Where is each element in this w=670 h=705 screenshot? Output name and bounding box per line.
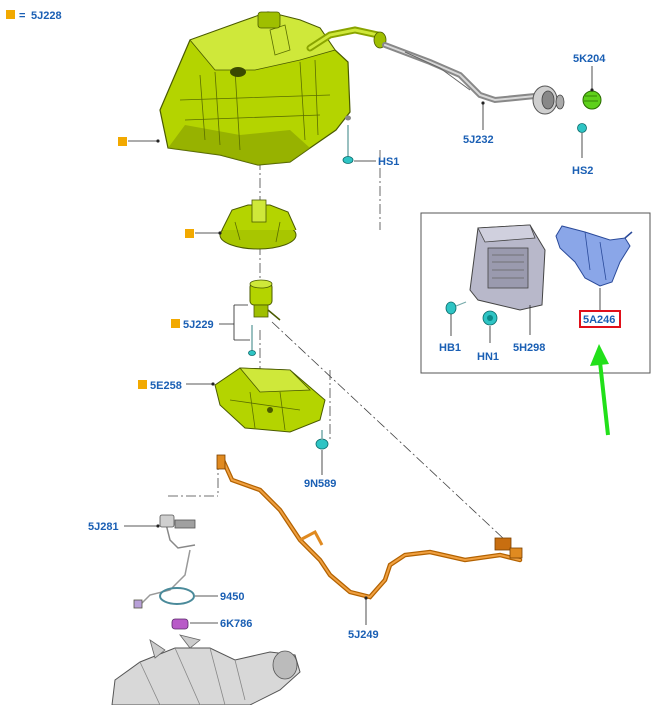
nut-HN1[interactable]	[482, 310, 498, 326]
callout-5H298[interactable]: 5H298	[513, 305, 545, 354]
tank-cap	[257, 11, 281, 29]
label-5J232[interactable]: 5J232	[463, 134, 494, 146]
bolt-HS1[interactable]	[342, 115, 354, 164]
green-pointer-arrow	[590, 344, 610, 436]
sensor-5J281[interactable]	[133, 514, 196, 609]
callout-5A246[interactable]: 5A246	[579, 288, 621, 328]
callout-5E258[interactable]: 5E258	[138, 380, 215, 392]
legend-equals: =	[19, 10, 25, 22]
filler-cap-5K204[interactable]	[582, 90, 602, 110]
pump-5J229[interactable]	[249, 279, 281, 321]
callout-9N589[interactable]: 9N589	[304, 450, 336, 490]
label-5K204[interactable]: 5K204	[573, 53, 606, 65]
exhaust-catalyst	[111, 634, 301, 705]
callout-9450[interactable]: 9450	[195, 591, 244, 603]
flange-orange-marker	[185, 229, 194, 238]
pump-flange[interactable]	[219, 199, 297, 250]
label-HS1[interactable]: HS1	[378, 156, 399, 168]
label-HB1[interactable]: HB1	[439, 342, 461, 354]
pump-orange-marker	[171, 319, 180, 328]
callout-HB1[interactable]: HB1	[439, 314, 461, 354]
callout-HS1[interactable]: HS1	[354, 156, 399, 168]
label-5J281[interactable]: 5J281	[88, 521, 119, 533]
highlight-box-5A246	[579, 310, 621, 328]
label-5E258[interactable]: 5E258	[150, 380, 182, 392]
label-6K786[interactable]: 6K786	[220, 618, 252, 630]
flange-callout	[185, 229, 222, 238]
label-5A246[interactable]: 5A246	[583, 314, 615, 326]
filler-pipe-5J232[interactable]	[382, 42, 565, 115]
callout-HS2[interactable]: HS2	[572, 133, 593, 177]
legend-part-ref[interactable]: 5J228	[31, 10, 62, 22]
def-tank[interactable]	[159, 11, 387, 166]
callout-5J249[interactable]: 5J249	[348, 596, 379, 641]
pump-bolt[interactable]	[248, 325, 256, 356]
tank-orange-marker	[118, 137, 127, 146]
supply-line-5J249[interactable]	[216, 454, 523, 600]
callout-6K786[interactable]: 6K786	[190, 618, 252, 630]
filler-neck-head	[532, 85, 565, 115]
label-5H298[interactable]: 5H298	[513, 342, 545, 354]
label-9450[interactable]: 9450	[220, 591, 244, 603]
legend-marker	[6, 10, 15, 19]
bracket-orange-marker	[138, 380, 147, 389]
tank-filler-hole	[230, 67, 246, 77]
label-HN1[interactable]: HN1	[477, 351, 499, 363]
nut-9N589[interactable]	[315, 430, 329, 450]
axis-sensor-link	[168, 460, 219, 497]
tank-shadow	[168, 125, 310, 165]
label-9N589[interactable]: 9N589	[304, 478, 336, 490]
label-5J229[interactable]: 5J229	[183, 319, 214, 331]
gasket-9450[interactable]	[159, 587, 195, 605]
bolt-HB1[interactable]	[445, 301, 467, 315]
clip-6K786[interactable]	[171, 618, 189, 630]
label-5J249[interactable]: 5J249	[348, 629, 379, 641]
callout-5J232[interactable]: 5J232	[463, 101, 494, 146]
bracket-5E258[interactable]	[214, 367, 326, 433]
axis-right-vertical	[329, 150, 381, 440]
legend: = 5J228	[6, 10, 62, 22]
callout-5J281[interactable]: 5J281	[88, 521, 160, 533]
callout-5J229[interactable]: 5J229	[171, 304, 250, 341]
callout-5K204[interactable]: 5K204	[573, 53, 606, 92]
label-HS2[interactable]: HS2	[572, 165, 593, 177]
callout-HN1[interactable]: HN1	[477, 326, 499, 363]
tank-callout	[118, 137, 160, 146]
screw-HS2[interactable]	[577, 123, 587, 133]
tank-ribs	[179, 24, 331, 151]
bracket-5A246[interactable]	[555, 225, 633, 287]
axis-long-diagonal	[271, 321, 506, 541]
control-unit-5H298[interactable]	[469, 224, 546, 311]
